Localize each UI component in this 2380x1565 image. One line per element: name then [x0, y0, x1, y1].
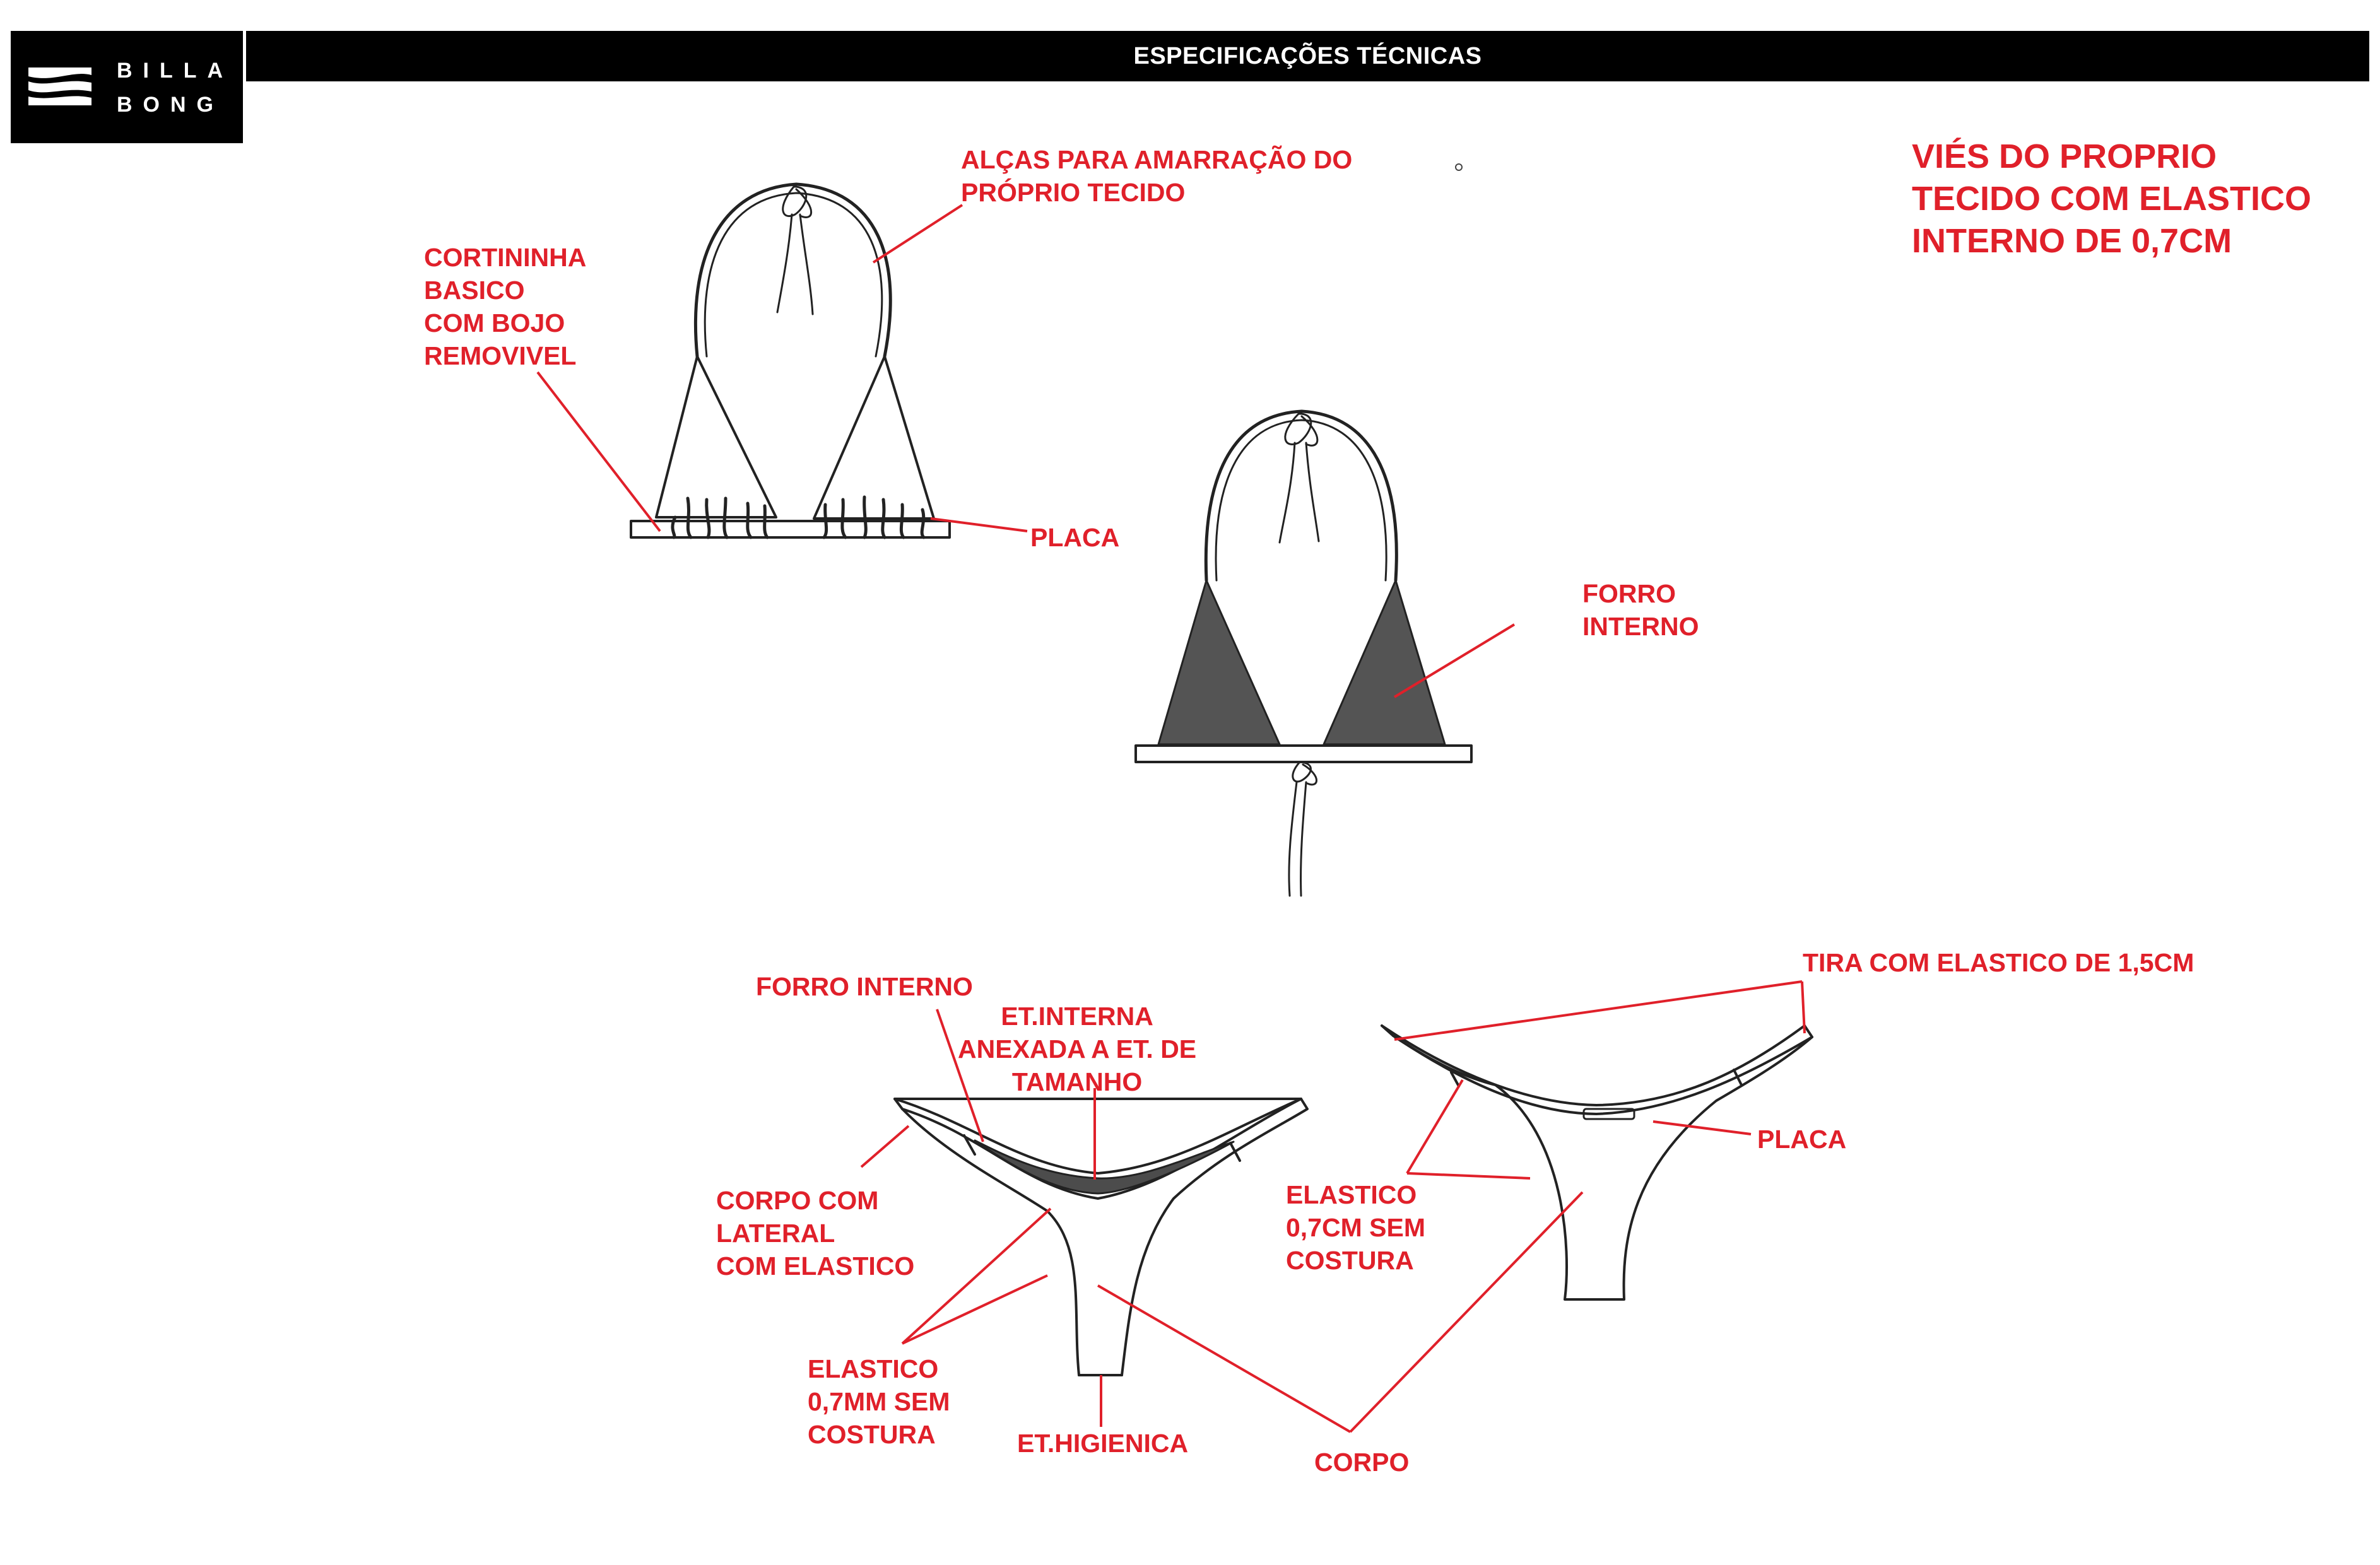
label-vies: VIÉS DO PROPRIO TECIDO COM ELASTICO INTE…: [1912, 138, 2311, 260]
bottom-front-sketch: [893, 1098, 1309, 1376]
label-corpo: CORPO: [1314, 1448, 1410, 1477]
top-lining-sketch: [1134, 409, 1473, 897]
label-et-higienica: ET.HIGIENICA: [1017, 1429, 1189, 1458]
brand-text-line1: BILLA: [117, 59, 234, 83]
header-bar: ESPECIFICAÇÕES TÉCNICAS: [246, 31, 2369, 81]
bottom-back-sketch: [1381, 1024, 1813, 1301]
label-forro-top: FORRO INTERNO: [1582, 579, 1699, 641]
label-placa-bottom: PLACA: [1757, 1125, 1847, 1154]
label-et-interna: ET.INTERNA ANEXADA A ET. DE TAMANHO: [958, 1002, 1197, 1096]
annotation-leaders: [536, 204, 1806, 1433]
label-elastico-front: ELASTICO 0,7MM SEM COSTURA: [808, 1354, 950, 1449]
brand-logo: BILLA BONG: [11, 31, 243, 143]
top-ruffle-sketch: [630, 182, 951, 539]
label-cortininha: CORTININHA BASICO COM BOJO REMOVIVEL: [424, 243, 587, 370]
label-tira: TIRA COM ELASTICO DE 1,5CM: [1803, 948, 2194, 977]
label-forro-bottom: FORRO INTERNO: [756, 972, 973, 1001]
brand-text-line2: BONG: [117, 93, 224, 117]
label-placa-top: PLACA: [1030, 523, 1120, 552]
wave-logo-icon: [28, 67, 91, 105]
label-corpo-lateral: CORPO COM LATERAL COM ELASTICO: [716, 1186, 915, 1281]
label-alcas: ALÇAS PARA AMARRAÇÃO DO PRÓPRIO TECIDO: [961, 145, 1353, 207]
page-title: ESPECIFICAÇÕES TÉCNICAS: [1133, 42, 1482, 69]
label-elastico-back: ELASTICO 0,7CM SEM COSTURA: [1286, 1180, 1425, 1275]
